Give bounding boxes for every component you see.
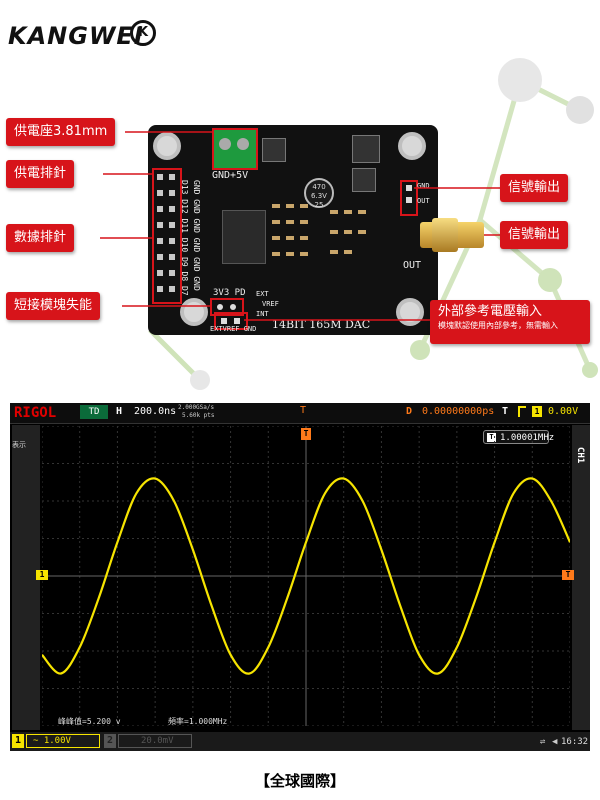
ch1-scale-button[interactable]: ~ 1.00V xyxy=(26,734,100,748)
ch1-scale: 1.00V xyxy=(43,736,71,746)
scope-mode-button[interactable]: TD xyxy=(80,405,108,419)
mount-hole xyxy=(153,132,181,160)
callout-vref-note: 模塊默認使用內部參考，無需輸入 xyxy=(438,321,558,330)
scope-bottom-bar xyxy=(10,732,590,751)
waveform-plot xyxy=(42,426,570,726)
smd-components xyxy=(272,204,366,256)
ch1-trace xyxy=(42,477,570,675)
short-enable-jumper xyxy=(210,298,244,316)
rising-edge-icon xyxy=(518,406,526,417)
clock-time: 16:32 xyxy=(561,737,589,747)
callout-vref: 外部參考電壓輸入 模塊默認使用內部參考，無需輸入 xyxy=(430,300,590,344)
ch1-ground-marker[interactable]: 1 xyxy=(36,570,48,580)
ac-coupling-icon: ~ xyxy=(33,736,39,746)
pcb-label-int: INT xyxy=(256,310,269,318)
scope-memory-depth: 5.60k pts xyxy=(182,412,215,419)
trigger-level-marker[interactable]: T xyxy=(562,570,574,580)
scope-trig-channel: 1 xyxy=(532,406,542,417)
mount-hole xyxy=(398,132,426,160)
ch2-scale[interactable]: 20.0mV xyxy=(118,734,192,748)
scope-left-panel xyxy=(12,425,40,730)
vpp-measurement: 峰峰值=5.200 v xyxy=(58,717,121,726)
regulator-chip xyxy=(262,138,286,162)
ch1-number[interactable]: 1 xyxy=(12,734,24,748)
data-header-pins xyxy=(152,168,182,304)
pcb-label-ext: EXT xyxy=(256,290,269,298)
speaker-icon: ◀ xyxy=(552,737,558,747)
freq-counter-value: 1.00001MHz xyxy=(500,433,555,443)
sma-connector-nut xyxy=(432,218,458,252)
callout-vref-title: 外部參考電壓輸入 xyxy=(438,304,543,319)
callout-short-enable: 短接模塊失能 xyxy=(6,292,101,320)
signal-out-pins xyxy=(400,180,418,216)
pcb-right-pin-labels: GND GND GND GND GND GND xyxy=(192,180,201,291)
board-title: 14BIT 165M DAC xyxy=(272,318,371,331)
pcb-label-out-pin: OUT xyxy=(417,197,430,205)
trigger-position-icon: T xyxy=(300,405,307,416)
scope-trig-label: T xyxy=(502,406,509,417)
pcb-label-gnd: GND xyxy=(417,182,430,190)
power-socket xyxy=(212,128,258,170)
freq-counter-badge: T 1.00001MHz xyxy=(483,430,554,444)
footer-caption: 【全球國際】 xyxy=(254,772,345,790)
scope-delay-value[interactable]: 0.00000000ps xyxy=(422,406,495,417)
callout-connectors xyxy=(100,131,500,321)
scope-ch1-tab[interactable]: CH1 xyxy=(575,447,585,464)
scope-brand: RIGOL xyxy=(14,405,57,421)
dac-chip xyxy=(222,210,266,264)
electrolytic-capacitor: 470 6.3V 25 xyxy=(304,178,334,209)
freq-counter-icon: T xyxy=(487,433,496,442)
callout-signal-out-1: 信號輸出 xyxy=(500,174,569,202)
vref-input-pins xyxy=(214,312,248,330)
pcb-label-vref: VREF xyxy=(262,300,279,308)
brand-badge-icon: K xyxy=(130,20,156,46)
ic-chip xyxy=(352,135,380,163)
scope-sample-rate: 2.000GSa/s xyxy=(178,404,215,411)
usb-icon: ⇌ xyxy=(540,737,546,747)
scope-h-label: H xyxy=(116,406,123,417)
scope-top-bar xyxy=(10,403,590,424)
pcb-label-3v3pd: 3V3 PD xyxy=(213,288,246,298)
background-decoration-left xyxy=(148,328,210,390)
scope-left-menu[interactable]: 表示 xyxy=(12,441,26,449)
scope-right-panel xyxy=(572,425,590,730)
capacitor-label: 470 xyxy=(312,183,326,191)
pcb-label-gnd5v: GND+5V xyxy=(212,170,249,181)
pcb-label-extvref-gnd: EXTVREF GND xyxy=(210,325,257,333)
mount-hole xyxy=(396,298,424,326)
scope-trig-level[interactable]: 0.00V xyxy=(548,406,579,417)
trigger-time-marker[interactable]: T xyxy=(301,428,311,440)
graticule xyxy=(42,426,570,726)
scope-delay-label: D xyxy=(406,406,413,417)
freq-measurement: 頻率=1.000MHz xyxy=(168,717,228,726)
callout-power-header: 供電排針 xyxy=(6,160,75,188)
mount-hole xyxy=(180,298,208,326)
capacitor-voltage: 6.3V xyxy=(311,192,327,200)
ch2-number[interactable]: 2 xyxy=(104,734,116,748)
brand-logo: KANGWEI xyxy=(8,22,144,50)
callout-power-socket: 供電座3.81mm xyxy=(6,118,116,146)
pcb-label-out: OUT xyxy=(403,260,422,271)
callout-data-header: 數據排針 xyxy=(6,224,75,252)
capacitor-code: 25 xyxy=(314,201,324,209)
ic-chip xyxy=(352,168,376,192)
scope-timebase[interactable]: 200.0ns xyxy=(134,406,177,417)
callout-signal-out-2: 信號輸出 xyxy=(500,221,569,249)
background-decoration xyxy=(410,58,598,378)
pcb-left-pin-labels: D13 D12 D11 D10 D9 D8 D7 xyxy=(180,180,189,296)
